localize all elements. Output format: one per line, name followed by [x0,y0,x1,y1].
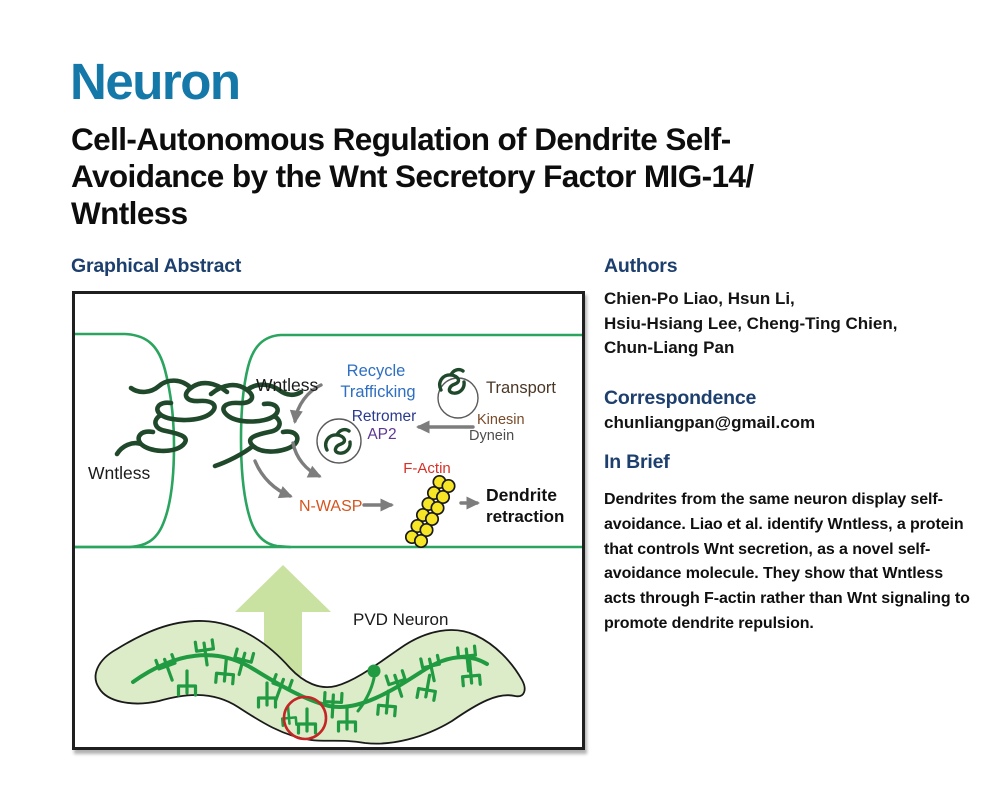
label-f-actin: F-Actin [403,460,451,477]
wntless-protein-left [114,378,230,457]
authors-names: Chien-Po Liao, Hsun Li, Hsiu-Hsiang Lee,… [604,287,897,361]
authors-line3: Chun-Liang Pan [604,338,735,357]
in-brief-text: Dendrites from the same neuron display s… [604,491,970,632]
article-title: Cell-Autonomous Regulation of Dendrite S… [71,121,931,232]
label-ap2: AP2 [367,426,396,443]
authors-line2: Hsiu-Hsiang Lee, Cheng-Ting Chien, [604,313,898,333]
figure-labels: Wntless Wntless Recycle Trafficking Retr… [88,362,564,629]
article-title-line3: Wntless [71,195,188,231]
label-wntless-left: Wntless [88,463,150,483]
authors-heading: Authors [604,255,678,277]
arrow-to-nwasp [253,459,293,499]
label-wntless-right: Wntless [256,375,318,395]
f-actin-beads [404,474,456,549]
recycle-arc-top [289,383,323,424]
graphical-abstract-figure: Wntless Wntless Recycle Trafficking Retr… [72,291,585,750]
label-trafficking: Trafficking [340,383,415,401]
graphical-abstract-svg: Wntless Wntless Recycle Trafficking Retr… [75,332,582,745]
worm [94,620,526,745]
correspondence-email[interactable]: chunliangpan@gmail.com [604,413,816,432]
label-retraction: retraction [486,507,564,526]
in-brief-heading: In Brief [604,451,670,473]
highlight-circle [282,695,328,741]
label-dynein: Dynein [469,428,514,444]
pathway-arrows [253,383,480,512]
magnify-arrow [235,565,331,676]
transport-vesicle [437,367,479,419]
neuron-soma [367,664,381,678]
article-title-line2: Avoidance by the Wnt Secretory Factor MI… [71,158,754,194]
label-dendrite: Dendrite [486,485,557,505]
recycle-arc-bottom [291,441,322,478]
label-transport: Transport [486,379,556,397]
label-n-wasp: N-WASP [299,498,362,515]
graphical-abstract-heading: Graphical Abstract [71,255,242,277]
correspondence-heading: Correspondence [604,387,757,409]
dendrite-branches [131,638,489,735]
label-recycle: Recycle [347,362,406,380]
label-kinesin: Kinesin [477,412,525,428]
article-title-line1: Cell-Autonomous Regulation of Dendrite S… [71,121,731,157]
authors-line1: Chien-Po Liao, Hsun Li, [604,289,795,308]
wntless-protein-right [208,382,304,469]
label-retromer: Retromer [352,408,417,425]
recycle-vesicle [316,418,362,464]
label-pvd-neuron: PVD Neuron [353,610,448,629]
journal-logo: Neuron [70,53,241,110]
cell-membranes [75,332,582,549]
